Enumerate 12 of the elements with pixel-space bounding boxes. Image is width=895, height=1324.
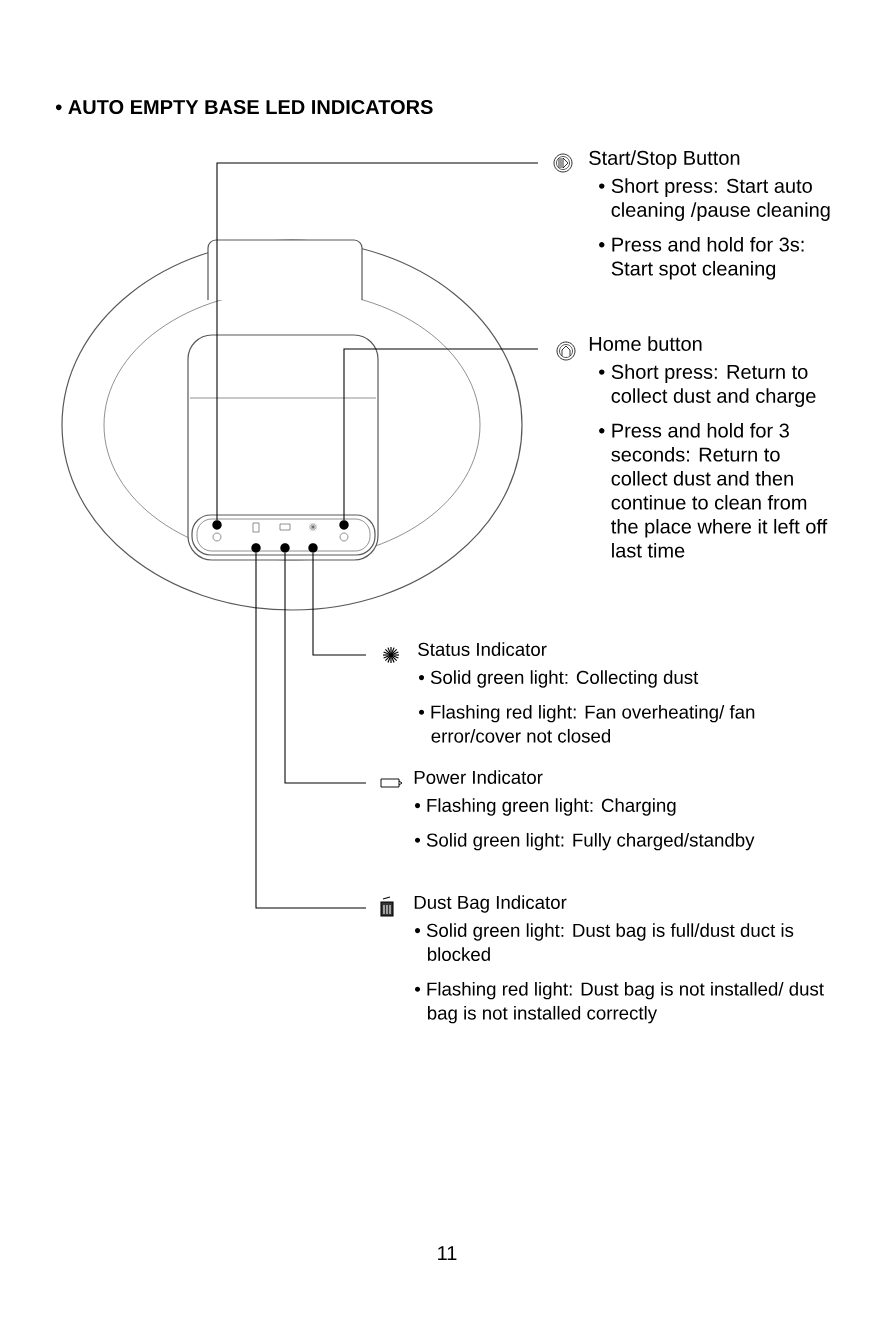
leader-line <box>216 162 539 521</box>
leader-line <box>312 552 367 656</box>
heading: • AUTO EMPTY BASE LED INDICATORS <box>55 99 433 115</box>
page-number: 11 <box>438 1246 457 1260</box>
leader-line <box>343 348 539 521</box>
indicator-description: Home button • Short press: Return to collect dust and charge • Press and hold for 3 seconds: Return to collect dust and then continue to clean from the place where it left off last time <box>589 336 828 558</box>
indicator-description: Status Indicator • Solid green light: Collecting dust • Flashing red light: Fan overheating/ fan error/cover not closed <box>418 642 755 743</box>
indicator-description: Start/Stop Button • Short press: Start auto cleaning /pause cleaning • Press and hold for 3s: Start spot cleaning <box>589 150 830 280</box>
indicator-description: Power Indicator • Flashing green light: Charging • Solid green light: Fully charged/standby <box>414 770 755 851</box>
leader-line <box>255 552 367 909</box>
leader-line <box>284 552 367 784</box>
indicator-description: Dust Bag Indicator • Solid green light: Dust bag is full/dust duct is blocked • Flashing red light: Dust bag is not installed/ dust bag is not installed correctly <box>414 895 824 1024</box>
